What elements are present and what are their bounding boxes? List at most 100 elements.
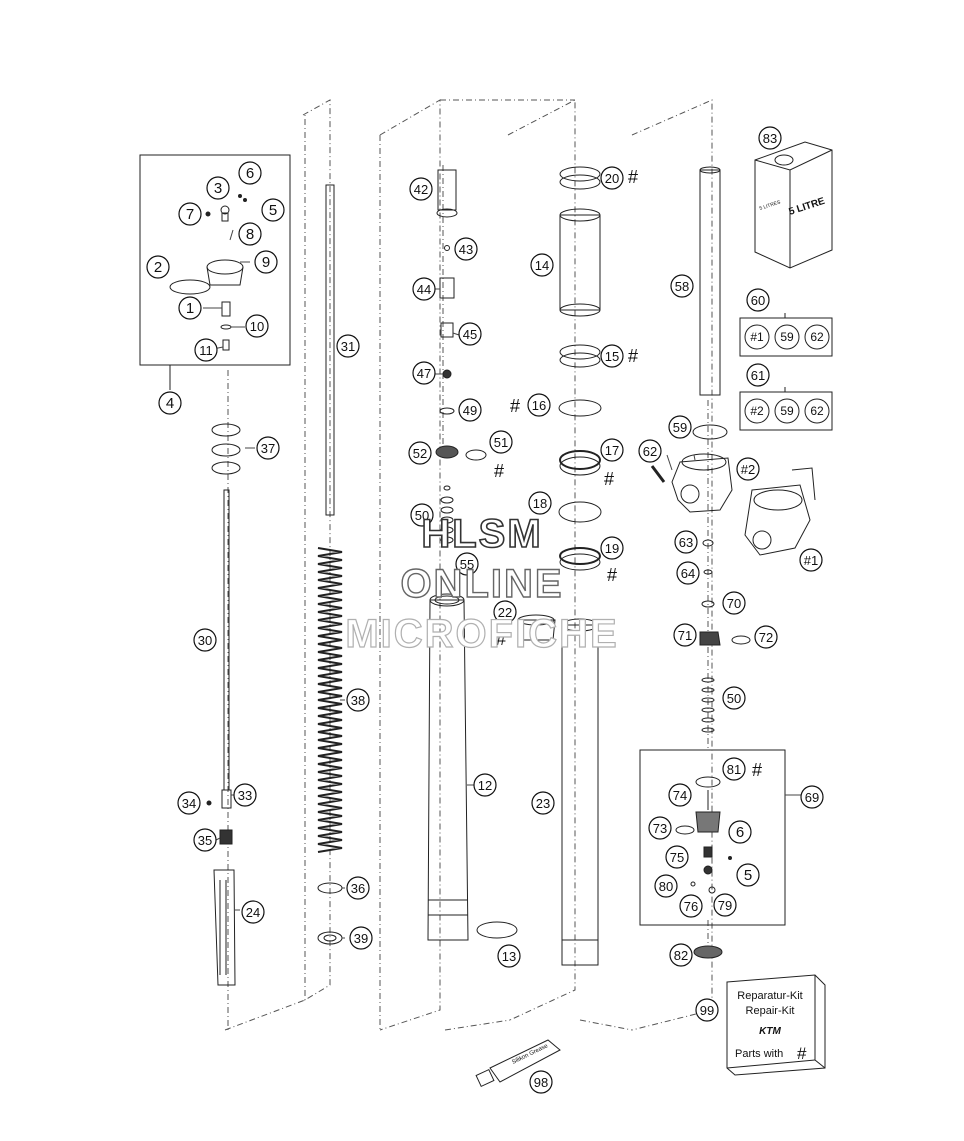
callout-number: 72	[759, 630, 773, 645]
callout-number: 98	[534, 1075, 548, 1090]
callout-circle	[600, 438, 624, 462]
callout-59: 59	[668, 415, 692, 439]
callout-circle	[233, 783, 257, 807]
callout-number: 59	[673, 420, 687, 435]
kit-60-contents: #1 59 62	[744, 324, 830, 350]
leader-lines	[203, 229, 810, 939]
callout-number: 63	[679, 535, 693, 550]
ktm-logo: KTM	[759, 1026, 781, 1037]
repair-kit-line1: Reparatur-Kit	[737, 990, 802, 1002]
callout-circle	[245, 314, 269, 338]
callout-69: 69	[800, 785, 824, 809]
callout-circle	[158, 391, 182, 415]
callout-81: 81	[722, 757, 746, 781]
callout-6: 6	[238, 161, 262, 185]
callout-number: 30	[198, 633, 212, 648]
callout-number: 82	[674, 948, 688, 963]
callout-circle	[669, 943, 693, 967]
watermark-line-2: ONLINE	[400, 561, 564, 606]
callout-2: 2	[146, 255, 170, 279]
callout-number: 64	[681, 566, 695, 581]
callout-1: 1	[178, 296, 202, 320]
callout-number: 83	[763, 131, 777, 146]
callout-52: 52	[408, 441, 432, 465]
damper-cartridge	[213, 869, 236, 986]
callout-71: 71	[673, 623, 697, 647]
callout-number: 35	[198, 833, 212, 848]
callout-number: #1	[804, 553, 818, 568]
callout-34: 34	[177, 791, 201, 815]
callout-layer: 1234567891011373033343524313836394243444…	[146, 126, 824, 1094]
callout-number: 33	[238, 788, 252, 803]
callout-circle	[527, 393, 551, 417]
callout-circle	[695, 998, 719, 1022]
callout-35: 35	[193, 828, 217, 852]
repair-kit-line3: Parts with	[735, 1048, 783, 1060]
callout-circle	[668, 783, 692, 807]
kit-61-item: #2	[750, 404, 764, 418]
callout-number: 55	[460, 557, 474, 572]
kit-61-item: 59	[780, 404, 794, 418]
callout-16: 16	[527, 393, 551, 417]
callout-circle	[254, 250, 278, 274]
callout-circle	[412, 361, 436, 385]
callout-30: 30	[193, 628, 217, 652]
callout-number: 7	[186, 206, 194, 223]
callout-76: 76	[679, 894, 703, 918]
callout-45: 45	[458, 322, 482, 346]
callout-circle	[531, 791, 555, 815]
callout-circle	[713, 893, 737, 917]
callout-circle	[412, 277, 436, 301]
kit-60-item: 59	[780, 330, 794, 344]
callout-number: 47	[417, 366, 431, 381]
callout-circle	[206, 176, 230, 200]
bush-1	[221, 301, 231, 317]
preload-tube	[325, 184, 335, 516]
callout-11: 11	[194, 338, 218, 362]
callout-82: 82	[669, 943, 693, 967]
callout-circle	[600, 536, 624, 560]
callout-number: 60	[751, 293, 765, 308]
callout-79: 79	[713, 893, 737, 917]
callout-14: 14	[530, 253, 554, 277]
callout-circle	[679, 894, 703, 918]
callout-42: 42	[409, 177, 433, 201]
callout-6: 6	[728, 820, 752, 844]
callout-number: 50	[727, 691, 741, 706]
o-ring-13	[476, 921, 518, 939]
callout-circle	[455, 552, 479, 576]
callout-circle	[410, 503, 434, 527]
bush-22	[517, 619, 556, 641]
grease-tube	[489, 1039, 561, 1083]
callout-number: 81	[727, 762, 741, 777]
callout-number: 8	[246, 226, 254, 243]
callout-number: 74	[673, 788, 687, 803]
callout-80: 80	[654, 874, 678, 898]
callout-23: 23	[531, 791, 555, 815]
callout-43: 43	[454, 237, 478, 261]
callout-circle	[529, 1070, 553, 1094]
callout-37: 37	[256, 436, 280, 460]
callout-circle	[178, 296, 202, 320]
callout-number: 50	[415, 508, 429, 523]
callout-24: 24	[241, 900, 265, 924]
callout-number: 17	[605, 443, 619, 458]
o-ring-2	[169, 279, 211, 295]
callout-circle	[238, 222, 262, 246]
callout-number: 12	[478, 778, 492, 793]
callout-99: 99	[695, 998, 719, 1022]
callout-number: 51	[494, 435, 508, 450]
grease-tube-label: Silikon Grease	[511, 1043, 549, 1066]
callout-22: 22	[493, 600, 517, 624]
callout-circle	[736, 457, 760, 481]
callout-number: 5	[744, 867, 752, 884]
callout-circle	[178, 202, 202, 226]
callout-number: 5	[269, 202, 277, 219]
callout-circle	[193, 828, 217, 852]
callout-circle	[261, 198, 285, 222]
callout-circle	[528, 491, 552, 515]
callout-5: 5	[736, 863, 760, 887]
callout-circle	[722, 686, 746, 710]
callout-number: 31	[341, 339, 355, 354]
